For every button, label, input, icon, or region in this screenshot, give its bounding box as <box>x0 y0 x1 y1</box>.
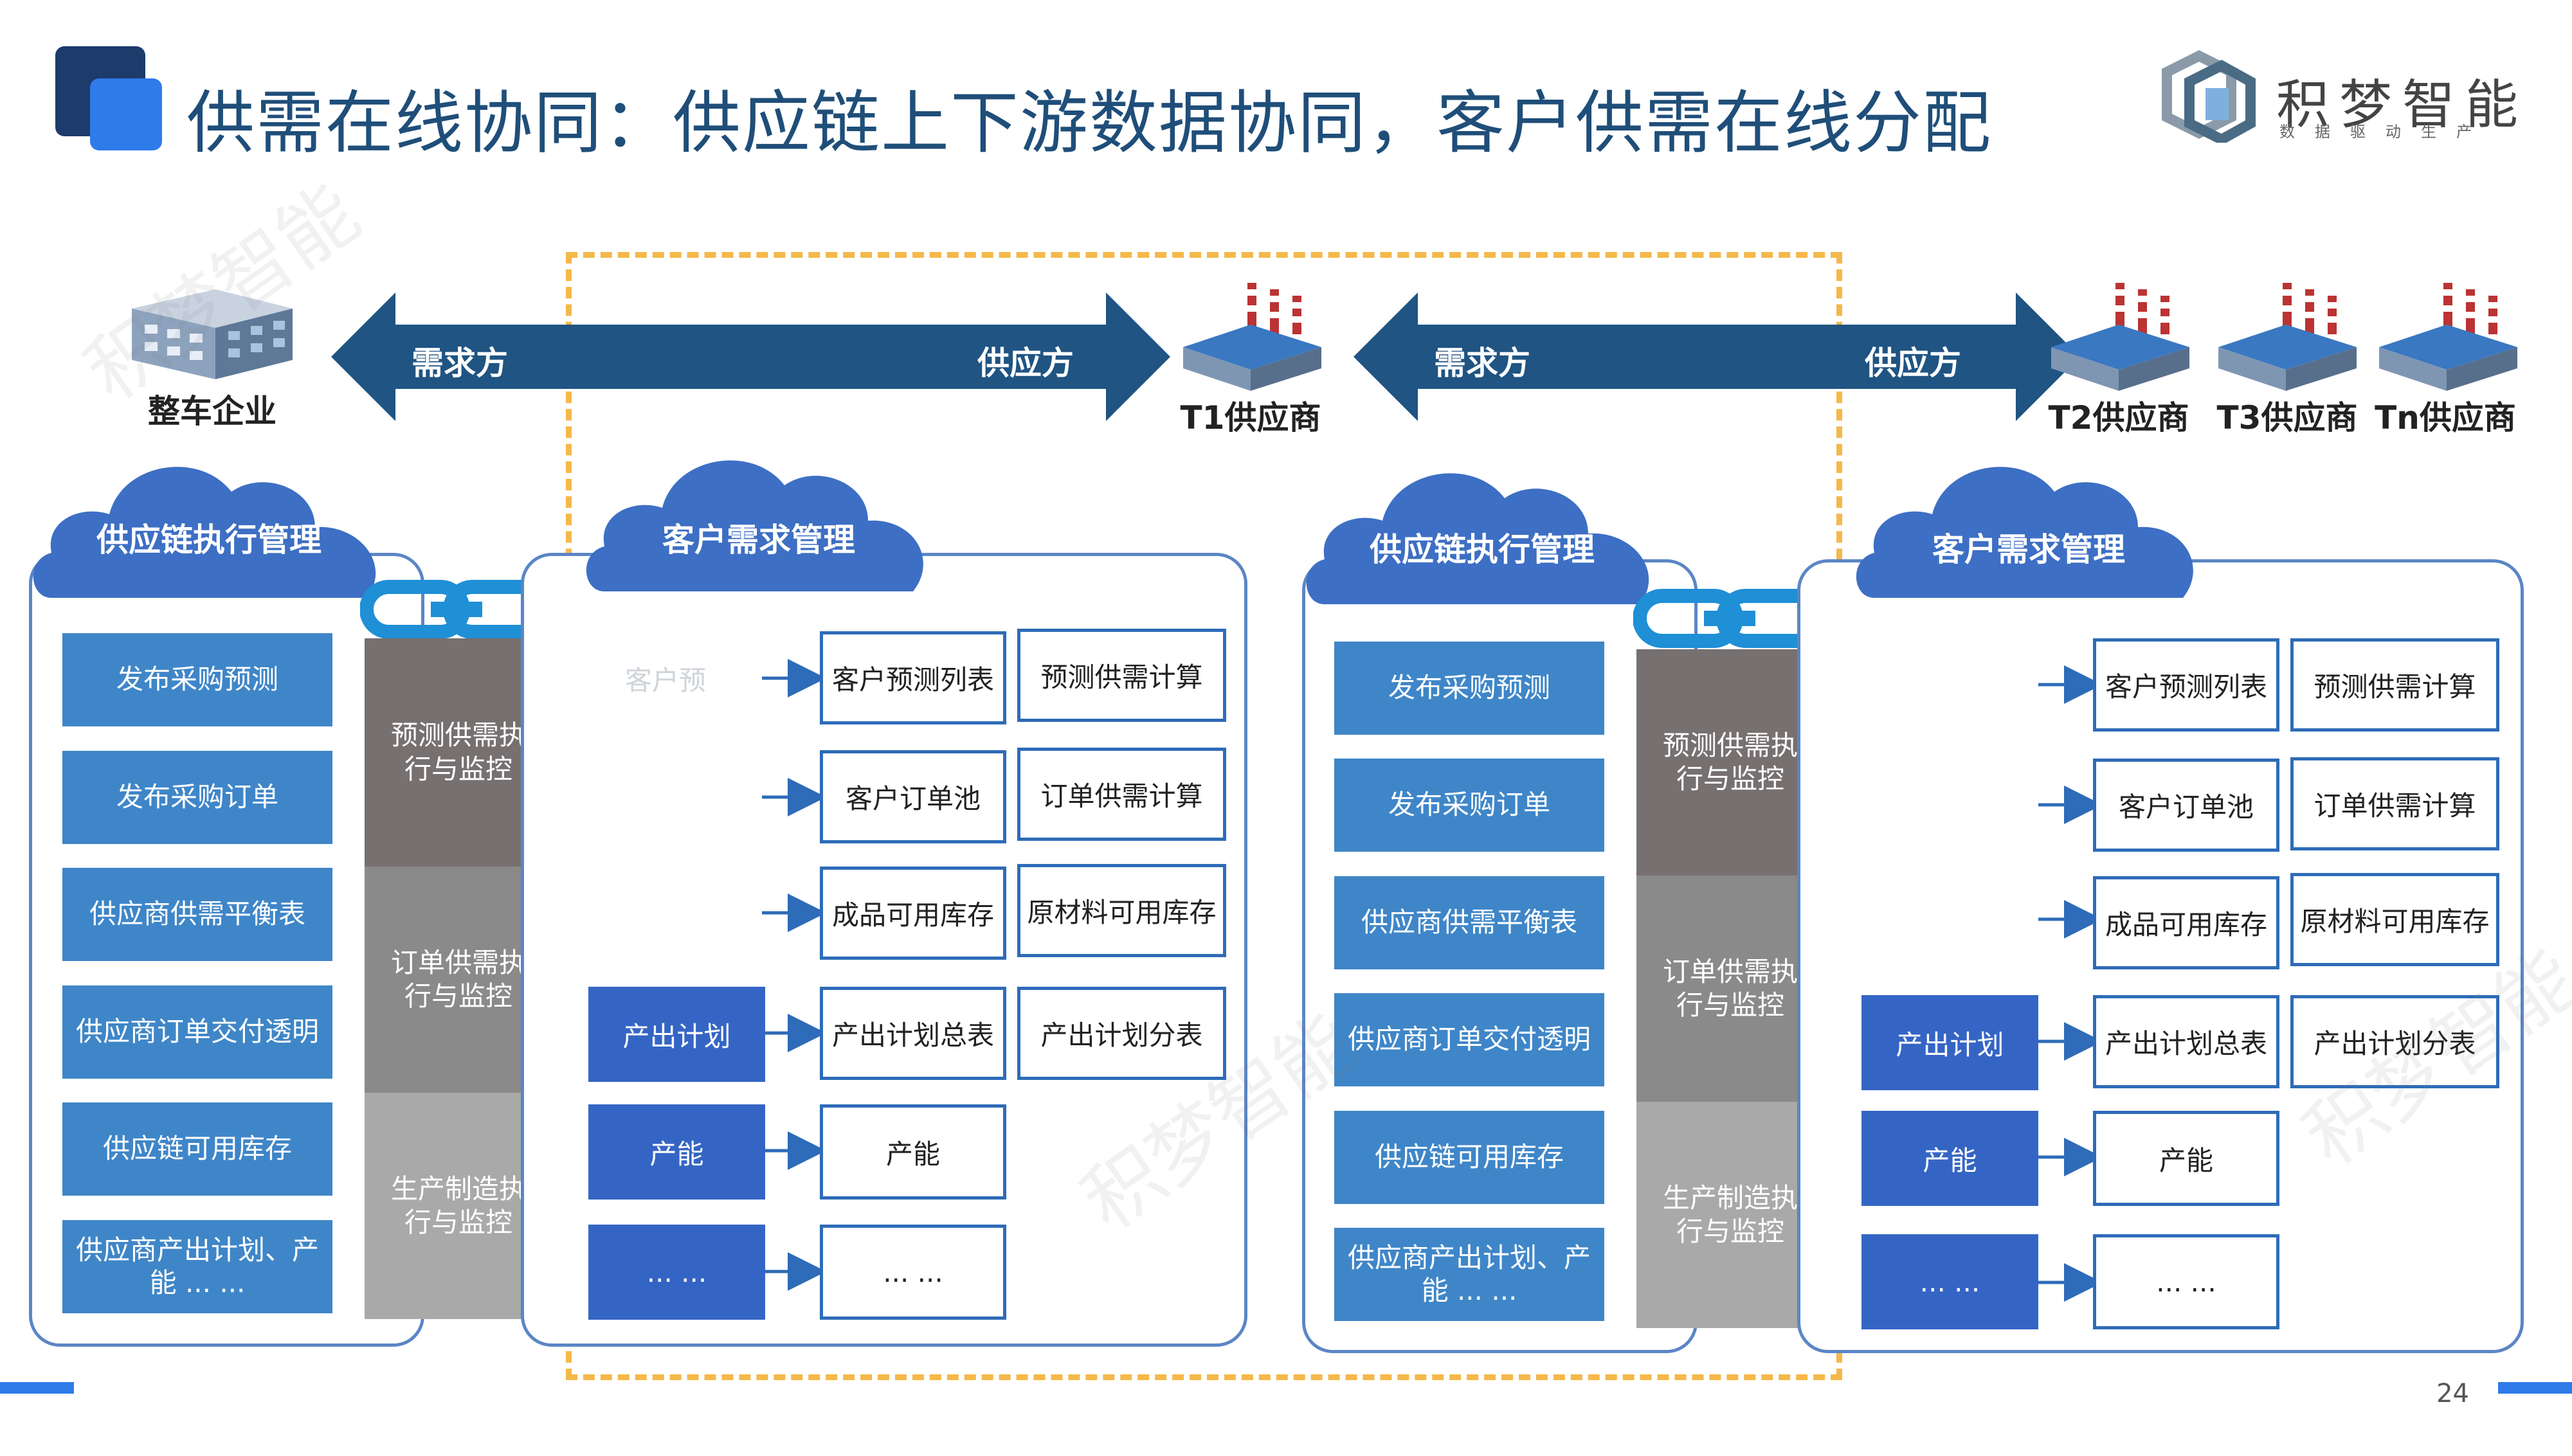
demand-cell-right: 客户预测列表 <box>2093 638 2279 732</box>
page-number: 24 <box>2436 1379 2469 1408</box>
demand-cell-left: 原材料可用库存 <box>1017 864 1226 957</box>
left-double-arrow <box>331 292 1170 421</box>
input-block-left: 产能 <box>588 1104 765 1200</box>
output-cell-left: 产能 <box>820 1104 1006 1200</box>
cloud-label-left-demand: 客户需求管理 <box>662 521 855 559</box>
footer-bar-left <box>0 1382 74 1394</box>
exec-item-right: 供应商订单交付透明 <box>1334 993 1604 1086</box>
exec-item-right: 发布采购预测 <box>1334 642 1604 735</box>
cloud-label-left-exec: 供应链执行管理 <box>96 521 322 559</box>
exec-item-left: 供应链可用库存 <box>62 1102 332 1196</box>
exec-item-left: 发布采购预测 <box>62 633 332 726</box>
demand-cell-right: 产出计划总表 <box>2093 995 2279 1088</box>
stage-block-right: 预测供需执行与监控 <box>1636 649 1824 876</box>
logo-icon <box>2154 46 2263 146</box>
cloud-icon-left-exec <box>33 467 376 598</box>
cloud-icon-left-demand <box>586 460 923 591</box>
page-title: 供需在线协同：供应链上下游数据协同，客户供需在线分配 <box>186 84 1992 163</box>
output-cell-right: ... ... <box>2093 1234 2279 1329</box>
t1-label: T1供应商 <box>1180 399 1321 436</box>
t2-label: T2供应商 <box>2048 399 2189 436</box>
chain-link-icon-right <box>1633 589 1826 648</box>
cloud-label-right-exec: 供应链执行管理 <box>1370 531 1595 568</box>
faded-label-left: 客户预 <box>625 665 707 696</box>
tn-label: Tn供应商 <box>2375 399 2516 436</box>
demand-cell-left: 产出计划分表 <box>1017 987 1226 1080</box>
demand-cell-left: 订单供需计算 <box>1017 748 1226 841</box>
connector-arrows-left <box>762 659 823 1291</box>
input-block-left: ... ... <box>588 1225 765 1320</box>
exec-item-right: 供应商供需平衡表 <box>1334 876 1604 969</box>
input-block-right: 产出计划 <box>1861 995 2038 1090</box>
left-arrow-demand-label: 需求方 <box>412 345 508 382</box>
demand-cell-left: 产出计划总表 <box>820 987 1006 1080</box>
demand-cell-left: 成品可用库存 <box>820 867 1006 960</box>
exec-item-right: 供应商产出计划、产能 ... ... <box>1334 1228 1604 1321</box>
exec-item-left: 供应商产出计划、产能 ... ... <box>62 1220 332 1313</box>
demand-cell-left: 客户预测列表 <box>820 631 1006 724</box>
exec-item-right: 发布采购订单 <box>1334 759 1604 852</box>
right-arrow-supply-label: 供应方 <box>1865 345 1961 382</box>
output-cell-left: ... ... <box>820 1225 1006 1320</box>
cloud-icon-right-demand <box>1856 467 2193 598</box>
title-deco-front <box>90 78 162 150</box>
right-arrow-demand-label: 需求方 <box>1434 345 1530 382</box>
factory-icon-t3 <box>2218 283 2357 391</box>
demand-cell-right: 订单供需计算 <box>2290 757 2499 850</box>
left-arrow-supply-label: 供应方 <box>977 345 1074 382</box>
input-block-right: ... ... <box>1861 1234 2038 1329</box>
exec-item-left: 发布采购订单 <box>62 751 332 844</box>
connector-arrows-right <box>2038 665 2099 1302</box>
demand-cell-right: 产出计划分表 <box>2290 995 2499 1088</box>
oem-label: 整车企业 <box>148 393 276 430</box>
factory-icon-t1 <box>1183 283 1321 391</box>
right-double-arrow <box>1354 292 2080 421</box>
exec-item-right: 供应链可用库存 <box>1334 1111 1604 1204</box>
input-block-right: 产能 <box>1861 1111 2038 1206</box>
cloud-label-right-demand: 客户需求管理 <box>1932 531 2125 568</box>
stage-block-right: 生产制造执行与监控 <box>1636 1102 1824 1328</box>
t3-label: T3供应商 <box>2216 399 2358 436</box>
factory-icon-tn <box>2379 283 2517 391</box>
demand-cell-right: 原材料可用库存 <box>2290 873 2499 966</box>
demand-cell-right: 预测供需计算 <box>2290 638 2499 732</box>
factory-icon-t2 <box>2051 283 2189 391</box>
building-icon <box>132 289 293 379</box>
cloud-icon-right-exec <box>1306 473 1649 604</box>
stage-block-right: 订单供需执行与监控 <box>1636 876 1824 1102</box>
exec-item-left: 供应商供需平衡表 <box>62 868 332 961</box>
logo-name: 积梦智能 <box>2276 75 2529 136</box>
demand-cell-right: 成品可用库存 <box>2093 876 2279 969</box>
input-block-left: 产出计划 <box>588 987 765 1082</box>
footer-bar-right <box>2498 1382 2572 1394</box>
demand-cell-left: 预测供需计算 <box>1017 629 1226 722</box>
output-cell-right: 产能 <box>2093 1111 2279 1206</box>
demand-cell-right: 客户订单池 <box>2093 759 2279 852</box>
logo-tagline: 数据驱动生产 <box>2279 123 2492 141</box>
exec-item-left: 供应商订单交付透明 <box>62 985 332 1079</box>
demand-cell-left: 客户订单池 <box>820 750 1006 843</box>
